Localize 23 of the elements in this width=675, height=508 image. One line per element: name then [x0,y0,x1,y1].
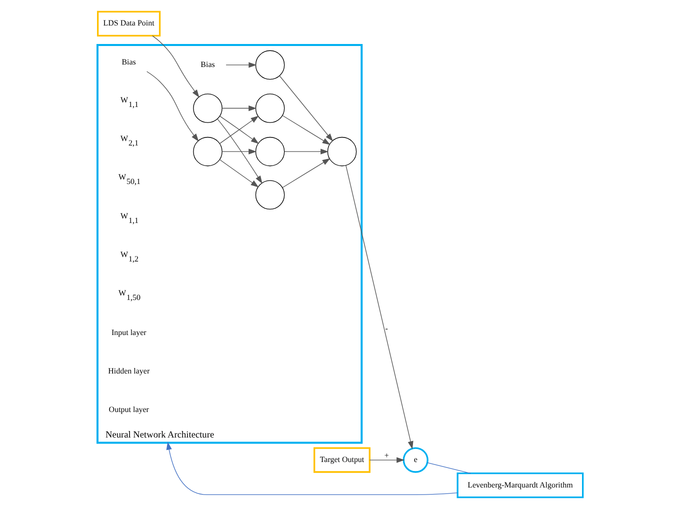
node-circle [327,136,357,166]
arrow [282,114,330,144]
node-circle [255,93,285,122]
arrow [346,164,414,449]
arrow [369,456,405,462]
arrow [220,115,259,144]
arrow [279,74,334,141]
node-circle [193,93,222,122]
arrow [222,148,257,154]
arrow [217,118,262,184]
arrow [220,158,259,187]
arrow [166,441,458,494]
node-circle [193,136,222,166]
node-circle [255,50,285,80]
connector [427,462,471,474]
arrow [226,62,257,68]
arrow [146,70,199,142]
node-circle [255,136,285,166]
arrow [222,104,257,111]
node-circle [255,180,285,210]
arrow [284,148,329,154]
arrow [152,34,200,98]
arrow [282,158,330,188]
